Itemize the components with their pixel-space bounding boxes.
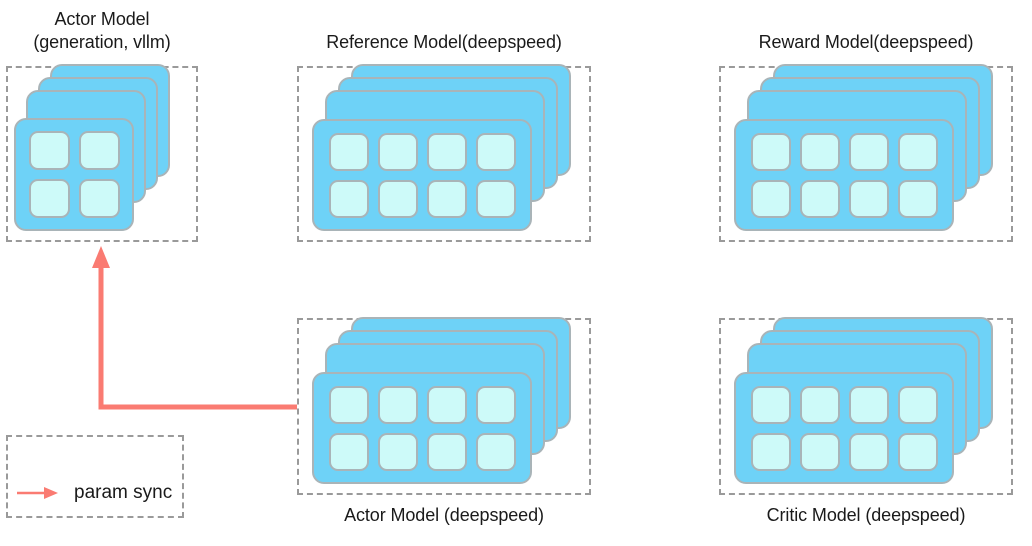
gpu-tile bbox=[750, 132, 791, 171]
gpu-tile bbox=[750, 179, 791, 218]
group-box-reward bbox=[719, 64, 1013, 242]
caption-reference: Reference Model(deepspeed) bbox=[326, 32, 562, 52]
card-stack-reference bbox=[299, 64, 589, 240]
gpu-tile bbox=[377, 132, 418, 171]
caption-actor-vllm: Actor Model (generation, vllm) bbox=[33, 9, 171, 52]
gpu-tile bbox=[848, 432, 889, 471]
group-box-actor-deepspeed bbox=[297, 317, 591, 495]
legend-label-param-sync: param sync bbox=[74, 482, 173, 503]
caption-reward: Reward Model(deepspeed) bbox=[758, 32, 974, 52]
card-stack-actor-vllm bbox=[8, 64, 196, 240]
card-front-reference bbox=[312, 119, 532, 231]
group-box-actor-vllm bbox=[6, 64, 198, 242]
gpu-tile bbox=[377, 432, 418, 471]
gpu-tile bbox=[426, 432, 467, 471]
gpu-tile bbox=[426, 132, 467, 171]
gpu-tile bbox=[328, 179, 369, 218]
gpu-tile bbox=[799, 432, 840, 471]
gpu-tile bbox=[78, 179, 120, 218]
legend-item-param-sync: param sync bbox=[16, 482, 172, 504]
gpu-tile bbox=[328, 385, 369, 424]
gpu-tile bbox=[328, 432, 369, 471]
card-stack-reward bbox=[721, 64, 1011, 240]
gpu-tile bbox=[426, 179, 467, 218]
gpu-tile bbox=[377, 179, 418, 218]
gpu-tile bbox=[328, 132, 369, 171]
gpu-tile bbox=[750, 385, 791, 424]
gpu-tile bbox=[28, 131, 70, 170]
card-front-critic bbox=[734, 372, 954, 484]
gpu-tile bbox=[848, 385, 889, 424]
gpu-tile bbox=[897, 432, 938, 471]
legend-box bbox=[6, 435, 184, 518]
gpu-tile bbox=[78, 131, 120, 170]
gpu-tile bbox=[475, 432, 516, 471]
group-box-reference bbox=[297, 64, 591, 242]
card-stack-critic bbox=[721, 317, 1011, 493]
caption-actor-deepspeed: Actor Model (deepspeed) bbox=[344, 505, 544, 525]
gpu-tile bbox=[426, 385, 467, 424]
gpu-tile bbox=[897, 179, 938, 218]
gpu-tile bbox=[475, 132, 516, 171]
caption-critic: Critic Model (deepspeed) bbox=[766, 505, 966, 525]
gpu-tile bbox=[475, 385, 516, 424]
param-sync-arrowhead-icon bbox=[92, 246, 110, 268]
gpu-tile bbox=[848, 132, 889, 171]
gpu-tile bbox=[750, 432, 791, 471]
card-front-actor-deepspeed bbox=[312, 372, 532, 484]
card-stack-actor-deepspeed bbox=[299, 317, 589, 493]
group-box-critic bbox=[719, 317, 1013, 495]
card-front-reward bbox=[734, 119, 954, 231]
gpu-tile bbox=[28, 179, 70, 218]
gpu-tile bbox=[799, 179, 840, 218]
gpu-tile bbox=[897, 385, 938, 424]
card-front-actor-vllm bbox=[14, 118, 134, 231]
gpu-tile bbox=[799, 132, 840, 171]
gpu-tile bbox=[377, 385, 418, 424]
arrow-right-icon bbox=[17, 487, 58, 499]
gpu-tile bbox=[848, 179, 889, 218]
gpu-tile bbox=[897, 132, 938, 171]
gpu-tile bbox=[799, 385, 840, 424]
param-sync-line bbox=[98, 263, 297, 410]
gpu-tile bbox=[475, 179, 516, 218]
